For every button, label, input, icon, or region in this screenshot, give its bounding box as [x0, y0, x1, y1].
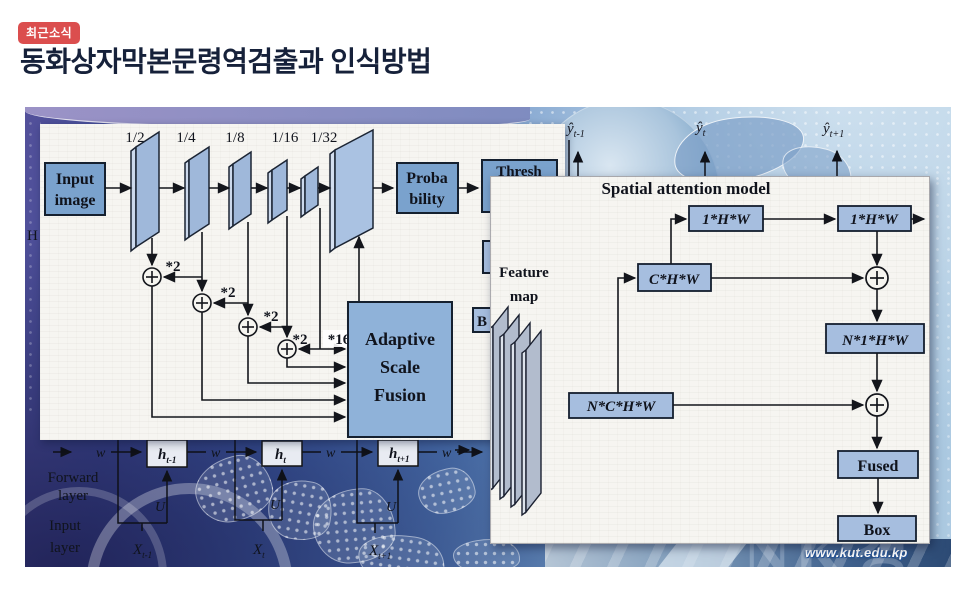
upsample-label: *2: [293, 332, 308, 348]
x-node-label: Xt+1: [368, 543, 391, 561]
yhat-t: ŷt: [696, 120, 706, 139]
feature-map-label: Feature: [499, 265, 549, 281]
asf-label: Fusion: [374, 385, 426, 405]
fused-feature-slab: [334, 128, 374, 250]
input-image-label: Input: [56, 171, 95, 188]
clipped-letter: H: [27, 228, 38, 244]
n1hw-label: N*1*H*W: [841, 333, 910, 349]
scale-label: 1/2: [125, 130, 144, 146]
h-node-label: ht: [275, 447, 286, 465]
figure-collage: NK경제: [25, 107, 951, 567]
feature-slab: [304, 165, 319, 216]
scale-label: 1/8: [225, 130, 244, 146]
add-node-icon: [865, 266, 889, 290]
forward-layer-label: Forward: [48, 470, 99, 486]
add-node-icon: [865, 393, 889, 417]
add-node-icon: [238, 317, 258, 337]
forward-layer-label: layer: [58, 488, 88, 504]
upsample-labels: *2 *2 *2 *2 *16: [166, 259, 355, 348]
scale-labels: 1/2 1/4 1/8 1/16 1/32: [125, 130, 337, 146]
site-watermark: www.kut.edu.kp: [805, 545, 908, 560]
recent-news-badge: 최근소식: [18, 22, 81, 44]
yhat-t-minus-1: ŷt-1: [567, 121, 585, 140]
tensor-boxes: [568, 205, 925, 542]
background-rnn-diagram: ht-1 ht ht+1 w w w w U U U Xt-1 Xt Xt+1 …: [27, 140, 930, 561]
asf-label: Scale: [380, 357, 420, 377]
x-node-label: Xt: [252, 542, 265, 560]
input-layer-label: Input: [49, 518, 81, 534]
1hw-right-label: 1*H*W: [850, 212, 899, 228]
box-output-box: [837, 515, 917, 542]
scale-label: 1/4: [176, 130, 196, 146]
chw-box: [637, 263, 712, 292]
feature-map-stack: [488, 304, 542, 517]
h-node-label: ht-1: [158, 447, 176, 465]
chw-label: C*H*W: [649, 272, 701, 288]
probability-label: bility: [409, 191, 445, 208]
rnn-labels: w w w w U U U Xt-1 Xt Xt+1 Forward layer…: [27, 228, 452, 561]
feature-slab: [135, 130, 160, 249]
feature-slab: [188, 145, 210, 239]
feature-map-plate: [525, 328, 542, 515]
upsample-label: *2: [221, 285, 236, 301]
dot-pattern-left: [25, 107, 41, 417]
detection-network-diagram: Input image 1/2 1/4 1/8 1/16 1/32: [44, 128, 558, 438]
page-title: 동화상자막본문령역검출과 인식방법: [20, 46, 432, 77]
1hw-left-label: 1*H*W: [702, 212, 751, 228]
fused-label: Fused: [858, 458, 899, 475]
spatial-attention-diagram: Spatial attention model Feature map: [488, 179, 926, 542]
add-node-icon: [142, 267, 162, 287]
adaptive-scale-fusion-box: [347, 301, 453, 438]
upsample-label: *2: [166, 259, 181, 275]
detection-network-panel: Input image 1/2 1/4 1/8 1/16 1/32: [40, 124, 565, 440]
asf-label: Adaptive: [365, 329, 435, 349]
input-layer-label: layer: [50, 540, 80, 556]
binary-box-label: B: [477, 314, 487, 330]
yhat-t-plus-1: ŷt+1: [823, 121, 845, 140]
weight-label: w: [442, 446, 452, 461]
weight-label: w: [326, 446, 336, 461]
h-node-label: ht+1: [389, 446, 409, 464]
weight-label: w: [96, 446, 106, 461]
rnn-hidden-nodes: ht-1 ht ht+1: [146, 439, 419, 468]
box-output-label: Box: [864, 522, 891, 539]
attention-model-title: Spatial attention model: [601, 179, 770, 198]
add-nodes: [142, 267, 297, 359]
u-label: U: [270, 498, 281, 513]
rnn-connectors: [53, 140, 930, 533]
feature-slab: [271, 158, 288, 222]
probability-label: Proba: [406, 170, 447, 187]
add-node-icon: [192, 293, 212, 313]
weight-label: w: [211, 446, 221, 461]
input-image-label: image: [55, 192, 96, 209]
input-image-box: [44, 162, 106, 216]
n1hw-box: [825, 323, 925, 354]
scale-label: 1/32: [311, 130, 338, 146]
u-label: U: [386, 500, 397, 515]
x-node-label: Xt-1: [132, 542, 152, 560]
feature-slab: [232, 150, 252, 228]
nchw-label: N*C*H*W: [586, 399, 657, 415]
scale-label: 1/16: [272, 130, 299, 146]
pyramid-feature-slabs: [130, 128, 374, 254]
attention-connectors: [617, 213, 926, 515]
probability-box: [396, 162, 459, 214]
upsample-label: *2: [264, 309, 279, 325]
feature-map-label: map: [510, 289, 538, 305]
spatial-attention-panel: Spatial attention model Feature map: [488, 176, 930, 544]
upsample-label: *16: [328, 332, 351, 348]
tensor-box-labels: N*C*H*W C*H*W 1*H*W 1*H*W N*1*H*W Fused …: [586, 212, 910, 539]
fusion-cascade-lines: [146, 208, 365, 423]
u-label: U: [155, 500, 166, 515]
add-node-icon: [277, 339, 297, 359]
1hw-box-right: [837, 205, 912, 232]
